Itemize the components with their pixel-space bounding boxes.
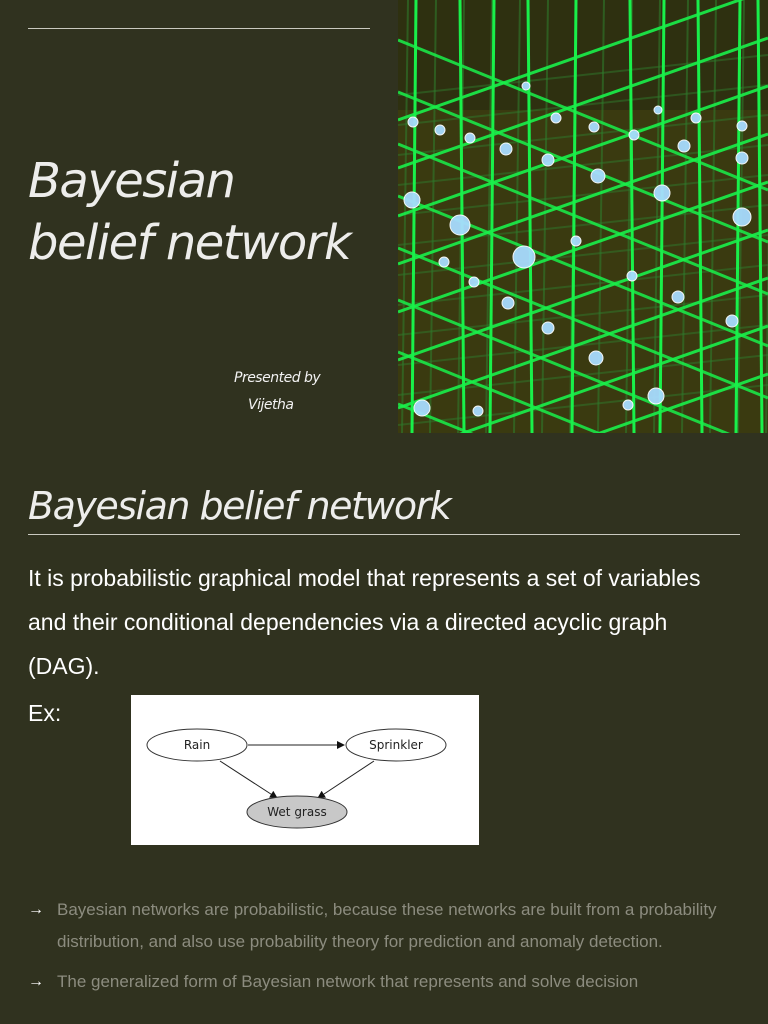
title-top-rule xyxy=(28,28,370,29)
lattice-node xyxy=(671,290,685,304)
bayesian-network-diagram: Rain Sprinkler Wet grass xyxy=(131,695,479,845)
lattice-node xyxy=(413,399,431,417)
lattice-vertical-bar xyxy=(410,0,418,433)
lattice-vertical-bar xyxy=(756,0,764,433)
node-rain-label: Rain xyxy=(184,738,210,752)
edge-rain-wetgrass xyxy=(219,760,278,799)
bullet-item: → The generalized form of Bayesian netwo… xyxy=(28,966,728,998)
lattice-node xyxy=(541,153,555,167)
lattice-node xyxy=(628,129,640,141)
lattice-node xyxy=(499,142,513,156)
lattice-node xyxy=(735,151,749,165)
lattice-node xyxy=(512,245,536,269)
lattice-beam xyxy=(398,276,768,410)
bullet-list: → Bayesian networks are probabilistic, b… xyxy=(28,894,728,1006)
lattice-node xyxy=(403,191,421,209)
slide-title: Bayesian belief network xyxy=(28,150,388,274)
lattice-node xyxy=(472,405,484,417)
lattice-beam xyxy=(398,246,768,400)
lattice-node xyxy=(690,112,702,124)
lattice-node xyxy=(468,276,480,288)
lattice-beam xyxy=(595,372,768,433)
lattice-beam xyxy=(398,132,768,266)
node-rain: Rain xyxy=(146,728,248,762)
lattice-node xyxy=(407,116,419,128)
arrow-bullet-icon: → xyxy=(28,901,44,918)
lattice-beam xyxy=(398,36,768,170)
lattice-beam xyxy=(398,350,602,433)
arrow-bullet-icon: → xyxy=(28,973,44,990)
bullet-text: Bayesian networks are probabilistic, bec… xyxy=(57,900,717,951)
lattice-node xyxy=(732,207,752,227)
lattice-node xyxy=(550,112,562,124)
lattice-node xyxy=(541,321,555,335)
lattice-node xyxy=(588,121,600,133)
lattice-beam xyxy=(398,180,768,314)
lattice-node xyxy=(570,235,582,247)
lattice-beam xyxy=(398,142,768,296)
lattice-node xyxy=(736,120,748,132)
lattice-beam xyxy=(398,84,768,218)
lattice-node xyxy=(590,168,606,184)
3d-lattice-network-image xyxy=(398,0,768,433)
node-sprinkler-label: Sprinkler xyxy=(369,738,423,752)
lattice-graphic xyxy=(398,0,768,433)
lattice-node xyxy=(449,214,471,236)
bullet-text: The generalized form of Bayesian network… xyxy=(57,972,639,991)
lattice-vertical-bar xyxy=(696,0,704,433)
lattice-node xyxy=(464,132,476,144)
presenter-name: Vijetha xyxy=(248,397,294,413)
lattice-node xyxy=(622,399,634,411)
lattice-node xyxy=(653,184,671,202)
lattice-node xyxy=(434,124,446,136)
slide-title-line-1: Bayesian xyxy=(28,153,236,209)
lattice-node xyxy=(647,387,665,405)
intro-paragraph: It is probabilistic graphical model that… xyxy=(28,565,701,679)
lattice-beam xyxy=(398,38,768,192)
lattice-vertical-bar xyxy=(628,0,636,433)
lattice-node xyxy=(438,256,450,268)
section-heading: Bayesian belief network xyxy=(28,484,452,528)
lattice-node xyxy=(588,350,604,366)
lattice-node xyxy=(725,314,739,328)
lattice-beam xyxy=(458,324,768,433)
section-heading-rule xyxy=(28,534,740,535)
node-sprinkler: Sprinkler xyxy=(345,728,447,762)
lattice-node xyxy=(626,270,638,282)
example-label: Ex: xyxy=(28,700,62,726)
presented-by-label: Presented by xyxy=(234,370,321,386)
lattice-beam xyxy=(398,228,768,362)
node-wet-grass: Wet grass xyxy=(246,795,348,829)
edge-sprinkler-wetgrass xyxy=(317,760,375,799)
lattice-node xyxy=(501,296,515,310)
lattice-node xyxy=(653,105,663,115)
slide-title-line-2: belief network xyxy=(28,215,352,271)
bullet-item: → Bayesian networks are probabilistic, b… xyxy=(28,894,728,958)
lattice-vertical-bar xyxy=(488,0,496,433)
lattice-vertical-bar xyxy=(658,0,666,433)
lattice-beam xyxy=(398,0,745,122)
lattice-beam xyxy=(398,298,731,433)
lattice-node xyxy=(521,81,531,91)
lattice-beam xyxy=(398,90,768,244)
lattice-node xyxy=(677,139,691,153)
node-wet-grass-label: Wet grass xyxy=(267,805,326,819)
lattice-beam xyxy=(398,402,474,433)
